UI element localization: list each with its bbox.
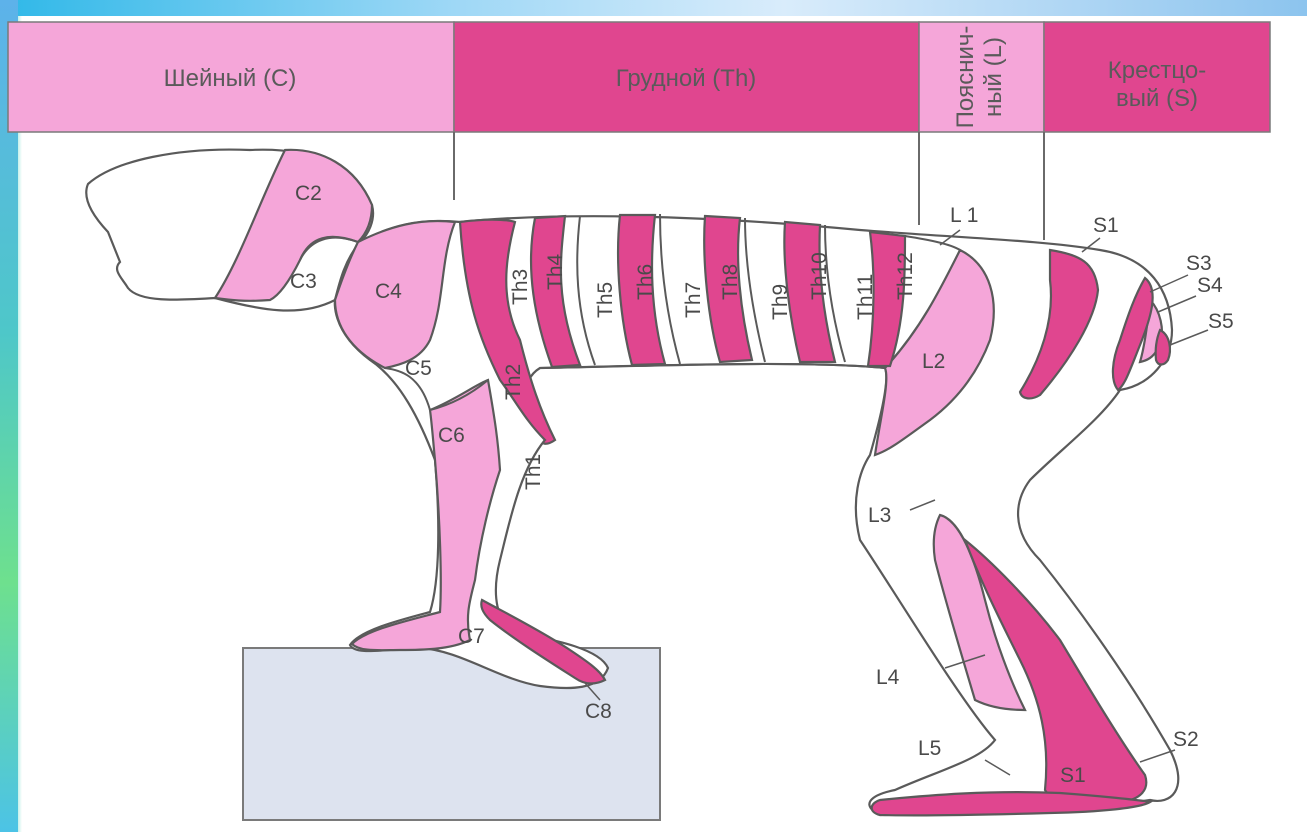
- label-C7: C7: [458, 625, 485, 648]
- label-C5: C5: [405, 357, 432, 380]
- label-Th5: Th5: [594, 282, 617, 318]
- label-C4: C4: [375, 280, 402, 303]
- label-Th10: Th10: [808, 252, 831, 300]
- label-S1-foot: S1: [1060, 764, 1086, 787]
- label-S4: S4: [1197, 274, 1223, 297]
- label-S1-top: S1: [1093, 214, 1119, 237]
- header-sacral-label-line1: Крестцо-: [1108, 57, 1206, 84]
- label-L3: L3: [868, 504, 891, 527]
- label-C3: C3: [290, 270, 317, 293]
- label-C2: C2: [295, 182, 322, 205]
- label-L1: L 1: [950, 204, 978, 227]
- label-Th8: Th8: [719, 264, 742, 300]
- label-Th1: Th1: [522, 454, 545, 490]
- label-Th2: Th2: [502, 364, 525, 400]
- header-cervical-label: Шейный (C): [164, 65, 297, 92]
- label-S5: S5: [1208, 310, 1234, 333]
- label-C6: C6: [438, 424, 465, 447]
- label-L4: L4: [876, 666, 900, 689]
- label-S2: S2: [1173, 728, 1199, 751]
- label-S3: S3: [1186, 252, 1212, 275]
- label-Th12: Th12: [894, 252, 917, 300]
- label-L5: L5: [918, 737, 941, 760]
- label-C8: C8: [585, 700, 612, 723]
- header-lumbar-label-line2: ный (L): [980, 37, 1007, 117]
- header-sacral-label-line2: вый (S): [1116, 85, 1198, 112]
- label-Th6: Th6: [634, 264, 657, 300]
- header-thoracic-label: Грудной (Th): [616, 65, 757, 92]
- label-Th4: Th4: [544, 253, 567, 290]
- label-Th11: Th11: [854, 274, 877, 320]
- header-lumbar-label-line1: Пояснич-: [952, 26, 979, 129]
- label-Th7: Th7: [682, 282, 705, 318]
- label-Th3: Th3: [509, 269, 532, 305]
- label-Th9: Th9: [769, 284, 792, 320]
- label-L2: L2: [922, 350, 945, 373]
